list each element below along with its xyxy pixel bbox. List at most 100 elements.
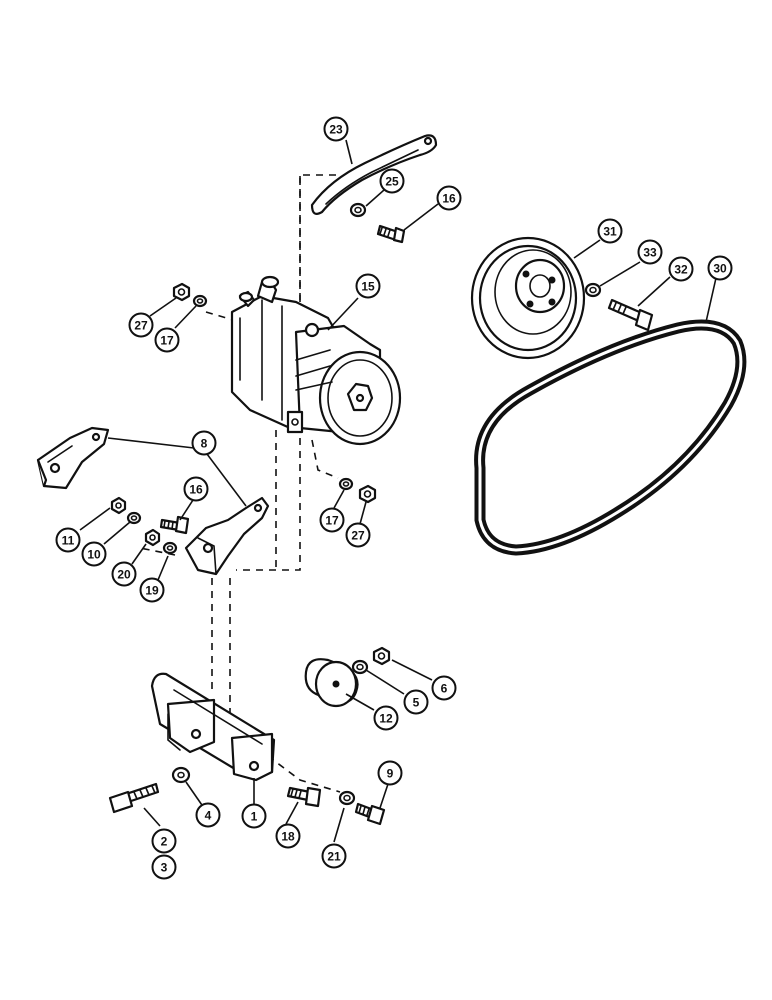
callout-circle <box>321 843 347 869</box>
callout-c33: 33 <box>637 239 663 265</box>
spacer-12 <box>304 658 359 708</box>
callout-c25: 25 <box>379 168 405 194</box>
callout-c31: 31 <box>597 218 623 244</box>
callout-number: 15 <box>361 280 375 294</box>
callout-number: 11 <box>62 534 75 548</box>
callout-c20: 20 <box>111 561 137 587</box>
callout-number: 18 <box>281 830 295 844</box>
callout-c17a: 17 <box>154 327 180 353</box>
callout-circle <box>345 522 371 548</box>
callout-c11: 11 <box>55 527 81 553</box>
callout-c15: 15 <box>355 273 381 299</box>
callout-c6: 6 <box>431 675 457 701</box>
compressor <box>230 275 402 446</box>
callout-circle <box>154 327 180 353</box>
callout-c30: 30 <box>707 255 733 281</box>
callout-circle <box>183 476 209 502</box>
washer-4 <box>171 766 191 784</box>
callout-circle <box>436 185 462 211</box>
callout-c4: 4 <box>195 802 221 828</box>
pulley <box>470 236 586 360</box>
callout-c32: 32 <box>668 256 694 282</box>
callout-c17b: 17 <box>319 507 345 533</box>
callout-number: 6 <box>441 682 448 696</box>
callout-c9: 9 <box>377 760 403 786</box>
callout-circle <box>241 803 267 829</box>
callout-number: 16 <box>189 483 203 497</box>
nut-27-upper <box>172 282 191 302</box>
callout-c19: 19 <box>139 577 165 603</box>
callout-circle <box>139 577 165 603</box>
callout-circle <box>373 705 399 731</box>
callout-number: 1 <box>251 810 258 824</box>
nut-20 <box>144 528 161 547</box>
callout-number: 10 <box>87 548 101 562</box>
callout-circle <box>323 116 349 142</box>
callout-circle <box>151 854 177 880</box>
callout-number: 23 <box>329 123 343 137</box>
callout-number: 19 <box>145 584 159 598</box>
callout-number: 31 <box>603 225 617 239</box>
callout-circle <box>597 218 623 244</box>
bolt-32 <box>607 298 654 332</box>
callout-number: 3 <box>161 861 168 875</box>
v-belt <box>474 319 747 556</box>
callout-number: 27 <box>351 529 365 543</box>
washer-33 <box>584 282 602 298</box>
callout-number: 16 <box>442 192 456 206</box>
washer-19 <box>162 541 178 555</box>
bracket-8-right <box>184 496 270 576</box>
callout-number: 20 <box>117 568 131 582</box>
washer-25 <box>349 202 367 218</box>
callout-c2: 2 <box>151 828 177 854</box>
callout-number: 17 <box>160 334 174 348</box>
callout-c18: 18 <box>275 823 301 849</box>
callout-circle <box>275 823 301 849</box>
callout-number: 12 <box>379 712 393 726</box>
callout-c23: 23 <box>323 116 349 142</box>
washer-5 <box>351 659 369 675</box>
bolt-16-top <box>376 224 406 244</box>
callout-number: 21 <box>327 850 341 864</box>
callout-c8: 8 <box>191 430 217 456</box>
callout-circle <box>55 527 81 553</box>
callout-number: 5 <box>413 696 420 710</box>
callout-circle <box>637 239 663 265</box>
callout-number: 27 <box>134 319 148 333</box>
callout-number: 8 <box>201 437 208 451</box>
nut-6 <box>372 646 391 666</box>
callout-circle <box>403 689 429 715</box>
callout-circle <box>377 760 403 786</box>
nut-27-lower <box>358 484 377 504</box>
callout-circle <box>128 312 154 338</box>
washer-21 <box>338 790 356 806</box>
callout-circle <box>81 541 107 567</box>
callout-circle <box>151 828 177 854</box>
bolt-2 <box>108 782 160 814</box>
washer-17-upper <box>192 294 208 308</box>
bolt-16-mid <box>159 515 190 535</box>
callout-c21: 21 <box>321 843 347 869</box>
washer-10 <box>126 511 142 525</box>
bolt-9 <box>354 802 386 826</box>
callout-number: 17 <box>325 514 339 528</box>
bolt-18 <box>286 786 322 808</box>
callout-c1: 1 <box>241 803 267 829</box>
callout-circle <box>191 430 217 456</box>
bracket-8-left <box>36 426 110 490</box>
callout-number: 25 <box>385 175 399 189</box>
callout-c27a: 27 <box>128 312 154 338</box>
callout-c5: 5 <box>403 689 429 715</box>
callout-number: 9 <box>387 767 394 781</box>
callout-c12: 12 <box>373 705 399 731</box>
base-bracket <box>150 672 276 782</box>
callout-circle <box>195 802 221 828</box>
callout-c16a: 16 <box>436 185 462 211</box>
adjusting-strap <box>310 134 438 215</box>
assembly-lines <box>139 170 341 793</box>
callout-circle <box>319 507 345 533</box>
callout-circle <box>379 168 405 194</box>
callout-c3: 3 <box>151 854 177 880</box>
